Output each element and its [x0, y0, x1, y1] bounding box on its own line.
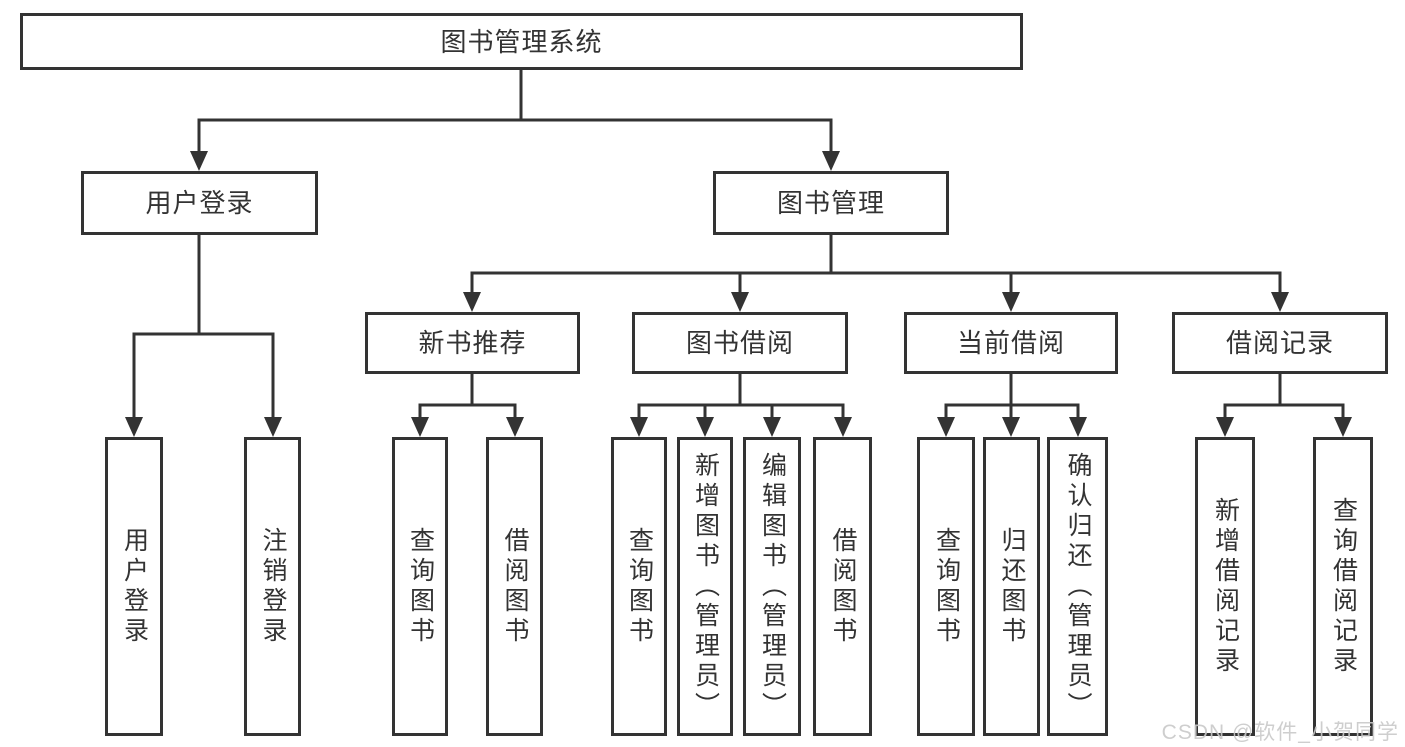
node-book-borrow: 图书借阅	[632, 312, 848, 374]
leaf-logout-label: 注销登录	[259, 526, 287, 647]
leaf-query-books-borrow-label: 查询图书	[625, 526, 654, 647]
node-root-label: 图书管理系统	[440, 26, 603, 57]
node-current-borrow-label: 当前借阅	[956, 328, 1065, 358]
leaf-add-book-admin-label: 新增图书（管理员）	[691, 451, 720, 722]
node-new-book-recommend: 新书推荐	[365, 312, 580, 374]
leaf-query-borrow-record: 查询借阅记录	[1313, 437, 1373, 736]
node-new-book-recommend-label: 新书推荐	[418, 328, 527, 358]
leaf-borrow-books-2-label: 借阅图书	[829, 526, 857, 647]
leaf-query-books-current: 查询图书	[917, 437, 975, 736]
leaf-edit-book-admin: 编辑图书（管理员）	[743, 437, 801, 736]
leaf-add-book-admin: 新增图书（管理员）	[677, 437, 733, 736]
leaf-logout: 注销登录	[244, 437, 301, 736]
node-book-borrow-label: 图书借阅	[685, 328, 794, 358]
node-book-management-label: 图书管理	[776, 188, 885, 218]
leaf-query-books-recommend-label: 查询图书	[406, 526, 435, 647]
leaf-edit-book-admin-label: 编辑图书（管理员）	[758, 451, 787, 722]
node-root: 图书管理系统	[20, 13, 1023, 70]
leaf-user-login: 用户登录	[105, 437, 163, 736]
node-borrow-records: 借阅记录	[1172, 312, 1388, 374]
node-book-management: 图书管理	[713, 171, 949, 235]
node-current-borrow: 当前借阅	[904, 312, 1118, 374]
leaf-confirm-return-admin-label: 确认归还（管理员）	[1064, 451, 1092, 722]
node-user-login: 用户登录	[81, 171, 318, 235]
leaf-query-borrow-record-label: 查询借阅记录	[1329, 496, 1358, 677]
node-borrow-records-label: 借阅记录	[1225, 328, 1334, 358]
leaf-borrow-books-2: 借阅图书	[813, 437, 872, 736]
leaf-query-books-recommend: 查询图书	[392, 437, 448, 736]
leaf-query-books-current-label: 查询图书	[932, 526, 961, 647]
leaf-borrow-books-recommend-label: 借阅图书	[501, 526, 529, 647]
leaf-add-borrow-record: 新增借阅记录	[1195, 437, 1255, 736]
watermark: CSDN @软件_小贺同学	[1161, 721, 1399, 744]
leaf-return-book-label: 归还图书	[998, 526, 1026, 647]
leaf-return-book: 归还图书	[983, 437, 1040, 736]
leaf-add-borrow-record-label: 新增借阅记录	[1211, 496, 1240, 677]
leaf-query-books-borrow: 查询图书	[611, 437, 667, 736]
leaf-user-login-label: 用户登录	[120, 526, 149, 647]
node-user-login-label: 用户登录	[145, 188, 254, 218]
leaf-borrow-books-recommend: 借阅图书	[486, 437, 543, 736]
leaf-confirm-return-admin: 确认归还（管理员）	[1047, 437, 1108, 736]
